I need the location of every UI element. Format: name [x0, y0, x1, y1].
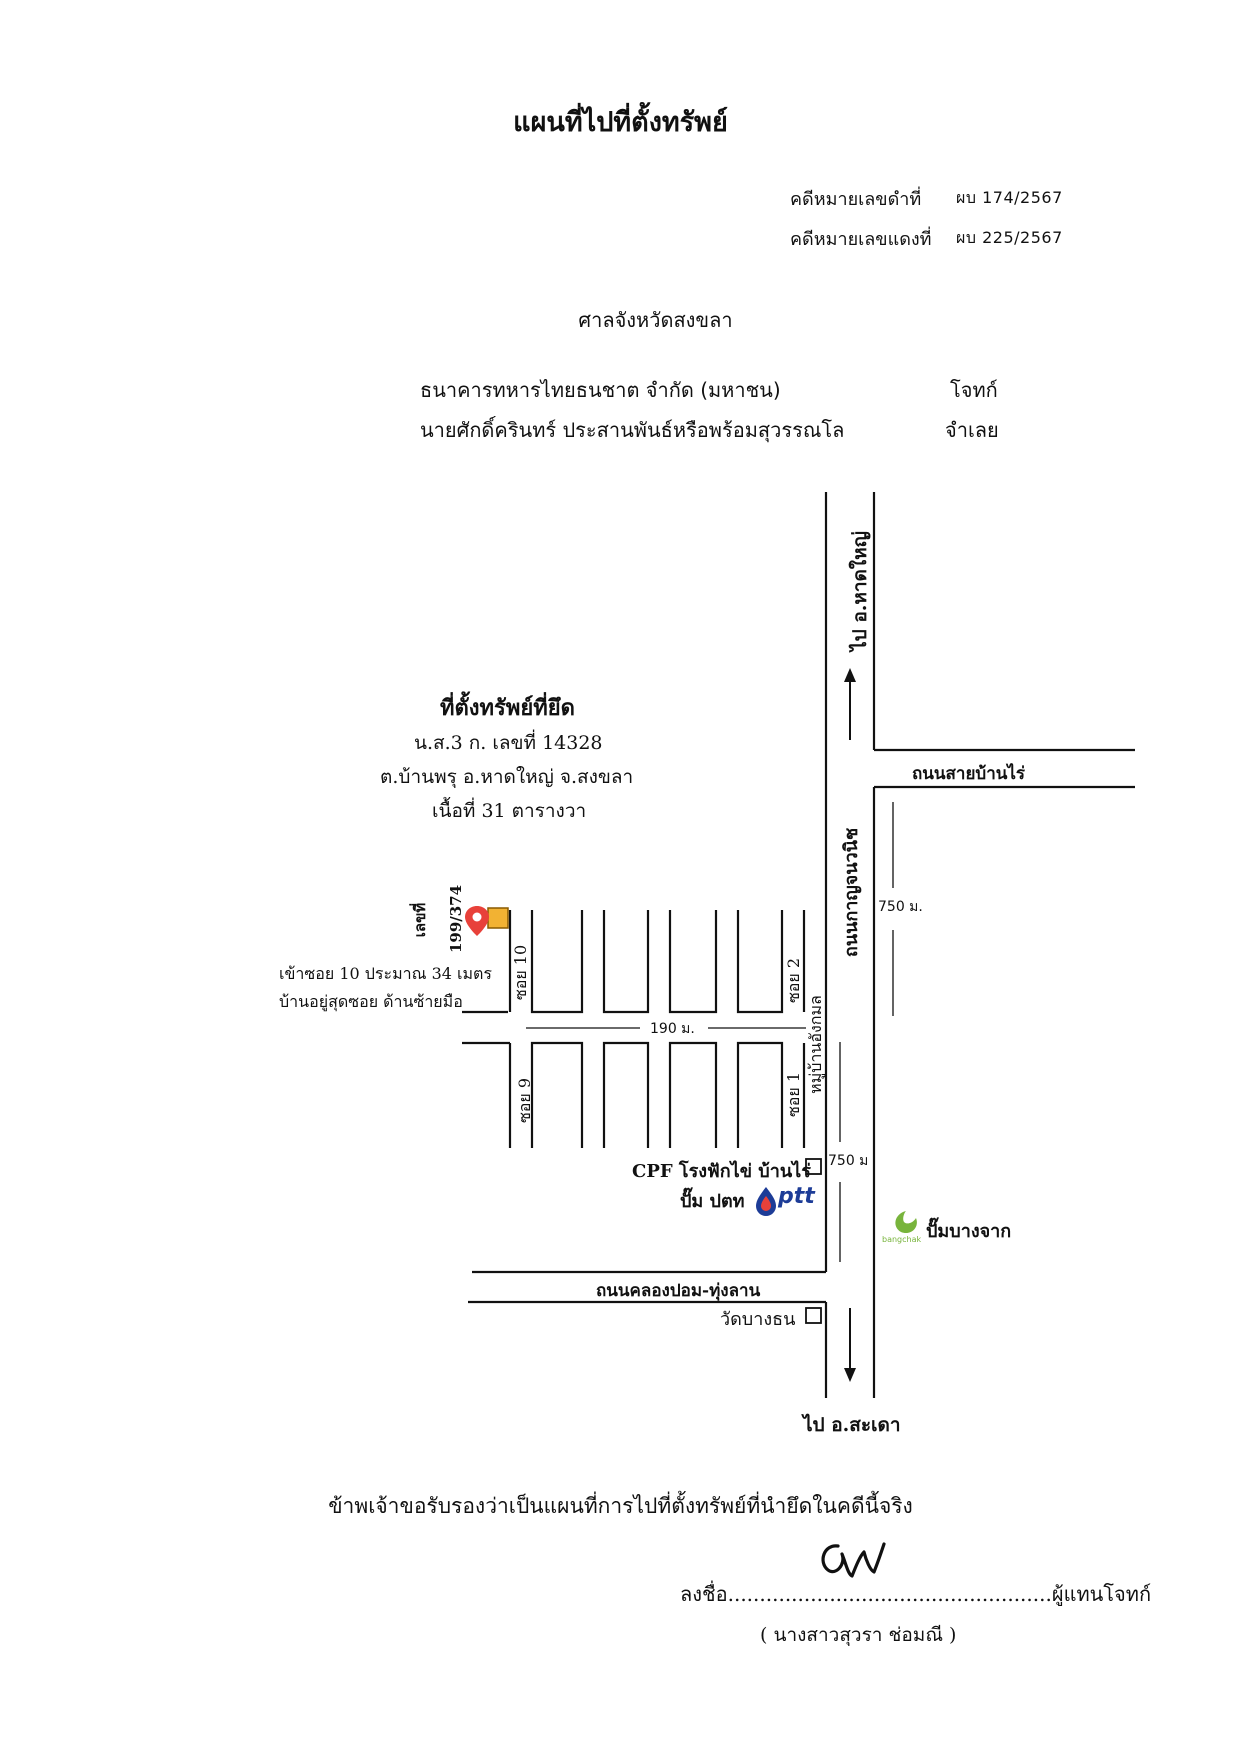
property-title: ที่ตั้งทรัพย์ที่ยึด [440, 695, 575, 721]
defendant-name: นายศักดิ์ครินทร์ ประสานพันธ์หรือพร้อมสุว… [420, 418, 845, 442]
road-khlong-pom-label: ถนนคลองปอม-ทุ่งลาน [596, 1281, 761, 1301]
to-sadao-label: ไป อ.สะเดา [803, 1414, 901, 1436]
black-case-value: ผบ 174/2567 [956, 188, 1063, 207]
signature-line: ลงชื่อ..................................… [680, 1578, 1151, 1610]
distance-750-bottom: 750 ม [828, 1150, 869, 1172]
bangchak-logo-icon [895, 1211, 917, 1234]
road-ban-rai-label: ถนนสายบ้านไร่ [912, 764, 1026, 784]
distance-lines [526, 802, 894, 1262]
soi-10-label: ซอย 10 [511, 944, 531, 1001]
signature-image [821, 1542, 886, 1578]
ptt-logo-icon [756, 1187, 776, 1216]
house-no-value: 199/374 [447, 884, 466, 954]
page-title: แผนที่ไปที่ตั้งทรัพย์ [513, 107, 728, 138]
house-marker-icon [487, 907, 509, 929]
black-case-label: คดีหมายเลขดำที่ [790, 189, 922, 210]
temple-marker-icon [805, 1307, 822, 1324]
red-case-label: คดีหมายเลขแดงที่ [790, 229, 932, 250]
sign-dots: ........................................… [727, 1582, 1052, 1606]
soi-9-label: ซอย 9 [515, 1077, 535, 1124]
direction-note-2: บ้านอยู่สุดซอย ด้านซ้ายมือ [279, 992, 463, 1011]
arrow-down-icon [844, 1308, 856, 1382]
property-deed: น.ส.3 ก. เลขที่ 14328 [414, 732, 603, 754]
house-no-label: เลขที่ [411, 902, 430, 938]
property-location: ต.บ้านพรุ อ.หาดใหญ่ จ.สงขลา [380, 766, 634, 788]
ptt-logo-text: ptt [778, 1184, 815, 1209]
distance-750-top: 750 ม. [878, 896, 923, 918]
distance-190: 190 ม. [650, 1021, 695, 1037]
village-label: หมู่บ้านอังกมล [805, 995, 825, 1094]
cpf-marker-icon [805, 1158, 822, 1175]
plaintiff-role: โจทก์ [950, 378, 998, 402]
temple-label: วัดบางธน [720, 1309, 796, 1330]
plaintiff-name: ธนาคารทหารไทยธนชาต จำกัด (มหาชน) [420, 378, 781, 402]
direction-note-1: เข้าซอย 10 ประมาณ 34 เมตร [279, 964, 493, 983]
to-hat-yai-label: ไป อ.หาดใหญ่ [848, 531, 871, 651]
property-area: เนื้อที่ 31 ตารางวา [432, 800, 587, 822]
bangchak-logo-text: bangchak [882, 1235, 922, 1244]
sign-suffix: ผู้แทนโจทก์ [1051, 1582, 1152, 1606]
location-pin-icon [465, 906, 489, 936]
court-name: ศาลจังหวัดสงขลา [578, 308, 733, 332]
bangchak-pump-label: ปั๊มบางจาก [926, 1221, 1012, 1242]
ptt-pump-label: ปั๊ม ปตท [680, 1191, 745, 1212]
road-lines [462, 492, 1135, 1398]
cpf-label: CPF โรงฟักไข่ บ้านไร่ [632, 1161, 811, 1182]
red-case-value: ผบ 225/2567 [956, 228, 1063, 247]
road-kanchanavanich-label: ถนนกาญจนวนิช [841, 827, 863, 958]
signer-name: ( นางสาวสุวรา ช่อมณี ) [760, 1624, 957, 1646]
defendant-role: จำเลย [945, 418, 999, 442]
arrow-up-icon [844, 668, 856, 740]
sign-prefix: ลงชื่อ [680, 1582, 728, 1606]
certification-text: ข้าพเจ้าขอรับรองว่าเป็นแผนที่การไปที่ตั้… [328, 1494, 913, 1518]
